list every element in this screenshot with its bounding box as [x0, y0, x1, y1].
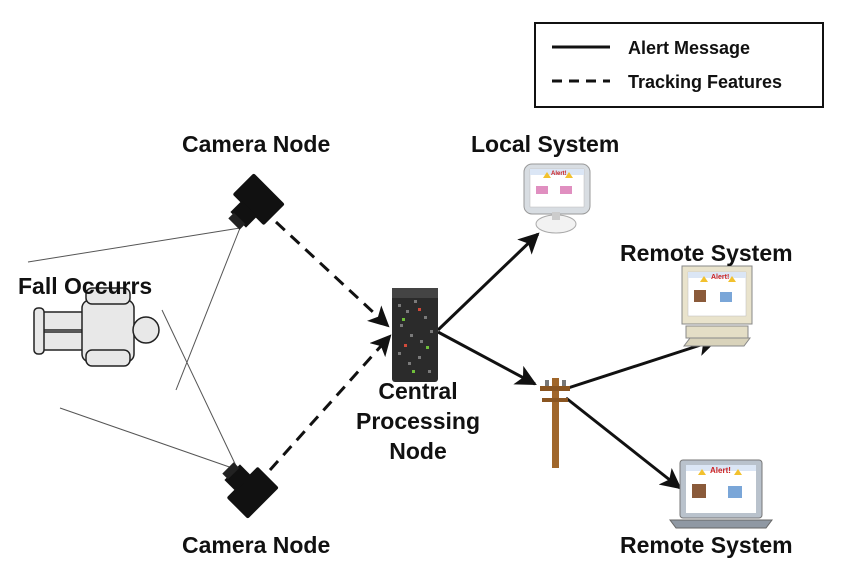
central-label-line2: Processing	[356, 408, 480, 434]
remote-system-laptop-label: Remote System	[620, 532, 793, 558]
camera-node-top-icon	[228, 173, 285, 230]
alert-message-arrows	[436, 232, 718, 490]
dashed-line-swatch	[552, 79, 610, 83]
central-server-icon	[392, 288, 438, 382]
remote-system-desktop-icon	[681, 265, 753, 347]
camera-view-lines	[27, 227, 241, 471]
legend-tracking-label: Tracking Features	[628, 72, 783, 92]
remote-system-laptop-icon	[669, 459, 773, 529]
camera-node-top-label: Camera Node	[182, 131, 331, 157]
remote-system-desktop-label: Remote System	[620, 240, 793, 266]
local-screen-alert-text: Alert!	[551, 171, 567, 177]
tracking-feature-arrows	[268, 220, 392, 472]
solid-line-swatch	[552, 45, 610, 49]
camera-node-bottom-icon	[222, 462, 279, 519]
central-label-line1: Central	[378, 378, 458, 404]
utility-pole-icon	[540, 378, 570, 468]
desktop-screen-alert-text: Alert!	[711, 274, 730, 281]
legend-row-tracking: Tracking Features	[536, 70, 822, 94]
legend-row-alert: Alert Message	[536, 36, 822, 60]
local-system-label: Local System	[471, 131, 620, 157]
fallen-person-icon	[33, 287, 160, 367]
legend-alert-label: Alert Message	[628, 38, 751, 58]
laptop-screen-alert-text: Alert!	[710, 466, 731, 475]
local-system-computer-icon	[523, 163, 591, 234]
central-processing-label: Central Processing Node	[338, 376, 498, 466]
legend: Alert Message Tracking Features	[534, 22, 824, 108]
fall-occurs-label: Fall Occurrs	[18, 273, 153, 299]
camera-node-bottom-label: Camera Node	[182, 532, 331, 558]
central-label-line3: Node	[389, 438, 447, 464]
